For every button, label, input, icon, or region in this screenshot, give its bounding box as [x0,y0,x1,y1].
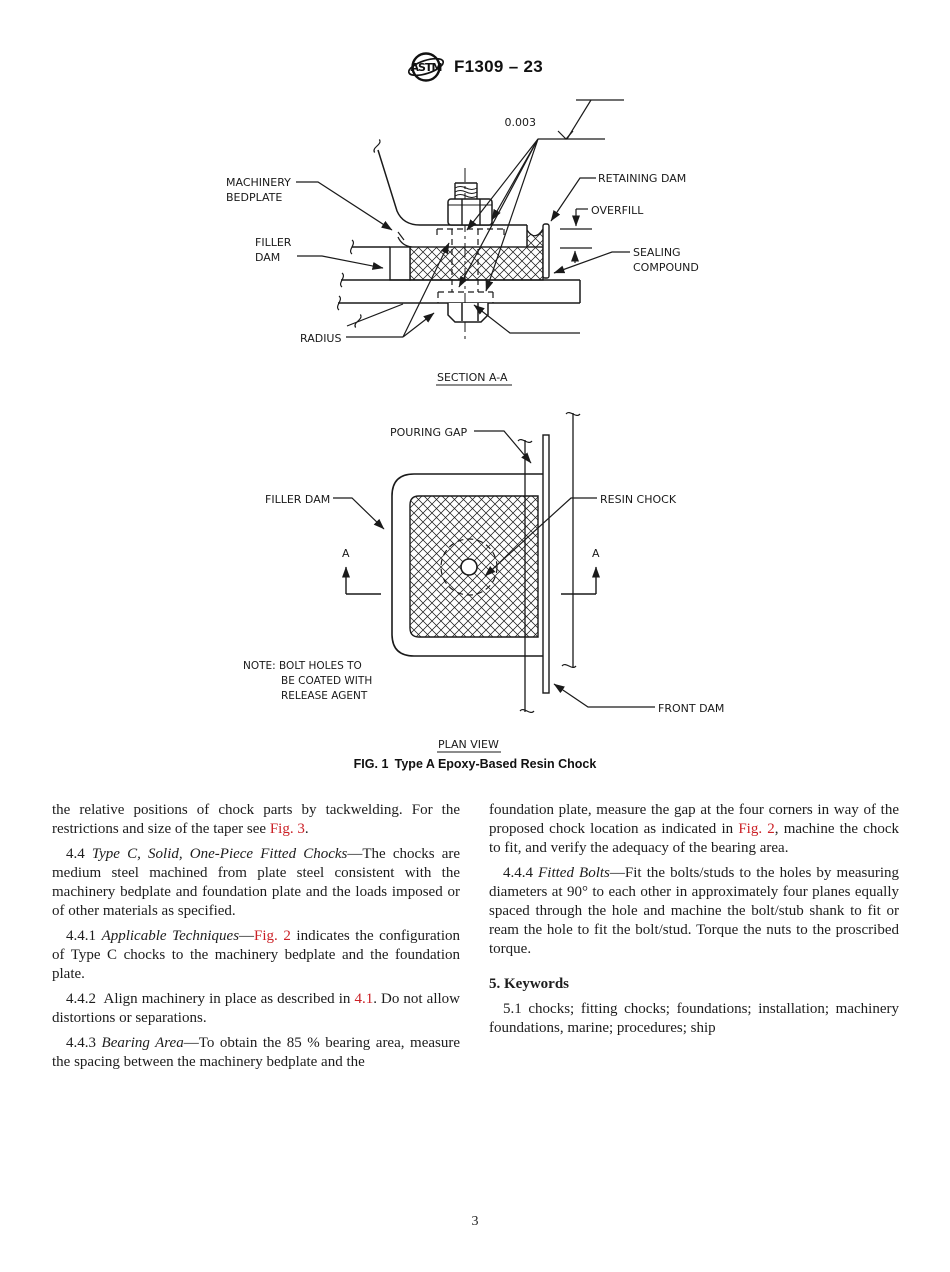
bottom-nut [447,303,489,323]
text-run: indicates the configuration of Type C ch… [52,928,460,982]
svg-text:SECTION A-A: SECTION A-A [437,371,508,384]
section-view-title: SECTION A-A [436,371,512,386]
cross-reference-link[interactable]: Fig. 2 [254,928,291,944]
filler-dam-label: FILLER [255,236,292,249]
machinery-bedplate-outline [372,138,528,248]
text-run: Bearing Area [101,1035,184,1051]
figure-note: NOTE: BOLT HOLES TO BE COATED WITH RELEA… [243,660,372,702]
retaining-dam-bar [542,223,550,279]
cross-reference-link[interactable]: Fig. 3 [269,821,305,837]
text-run: 5. Keywords [489,976,569,992]
tolerance-value: 0.003 [505,116,537,129]
paragraph-4-4-2: 4.4.2 Align machinery in place as descri… [52,990,460,1028]
filler-dam-plan-label: FILLER DAM [265,493,330,506]
plan-labels: POURING GAP FILLER DAM RESIN CHOCK FRONT… [265,426,724,715]
text-run: 4.4.2 Align machinery in place as descri… [66,991,355,1007]
front-dam-label: FRONT DAM [658,702,724,715]
text-run: Type C, Solid, One-Piece Fitted Chocks [91,846,348,862]
paragraph-continuation-right: foundation plate, measure the gap at the… [489,801,899,858]
machinery-bedplate-label2: BEDPLATE [226,191,282,204]
note-line-2: BE COATED WITH [281,675,372,687]
paragraph-4-4-1: 4.4.1 Applicable Techniques—Fig. 2 indic… [52,927,460,984]
filler-dam-block [349,239,411,281]
left-column: the relative positions of chock parts by… [52,801,460,1072]
note-line-1: NOTE: BOLT HOLES TO [243,660,362,672]
text-run: 4.4.4 [503,865,539,881]
keywords-heading: 5. Keywords [489,975,899,994]
text-run: the relative positions of chock parts by… [52,802,460,837]
section-marker-a-right: A [592,547,600,560]
edge-lines [517,411,581,714]
paragraph-continuation: the relative positions of chock parts by… [52,801,460,839]
paragraph-5-1: 5.1 chocks; fitting chocks; foundations;… [489,1000,899,1038]
front-dam-bar [542,434,550,694]
machinery-bedplate-label: MACHINERY [226,176,291,189]
paragraph-4-4: 4.4 Type C, Solid, One-Piece Fitted Choc… [52,845,460,921]
text-run: Fitted Bolts [538,865,610,881]
astm-logo-icon: ASTM [407,52,445,82]
stud-and-top-nut [447,182,493,226]
paragraph-4-4-3: 4.4.3 Bearing Area—To obtain the 85 % be… [52,1034,460,1072]
sealing-compound-label2: COMPOUND [633,261,699,274]
filler-dam-label2: DAM [255,251,280,264]
text-run: 5.1 chocks; fitting chocks; foundations;… [489,1001,899,1036]
figure-section-a-a: 0.003 MACHINERY BEDPLATE FILLER DAM RADI… [226,99,699,386]
pouring-gap-label: POURING GAP [390,426,468,439]
text-run: . Do not allow distortions or separation… [52,991,461,1026]
figure-plan-view: A A POURING GAP FILLER DAM RESIN CHOCK F… [243,411,724,753]
text-run: —Fit the bolts/studs to the holes by mea… [489,865,900,957]
cross-reference-link[interactable]: 4.1 [354,991,374,1007]
page-number: 3 [471,1214,479,1229]
radius-label: RADIUS [300,332,341,345]
retaining-dam-label: RETAINING DAM [598,172,686,185]
text-run: foundation plate, measure the gap at the… [489,802,899,837]
page-header: ASTM F1309 – 23 [0,48,950,86]
text-run: 4.4.1 [66,928,102,944]
text-run: —To obtain the 85 % bearing area, measur… [52,1035,460,1070]
sealing-compound-label: SEALING [633,246,681,259]
figure-caption: FIG. 1 Type A Epoxy-Based Resin Chock [353,757,597,771]
document-code: F1309 – 23 [453,57,543,76]
filler-dam-frame [391,473,543,657]
bolt-hole [440,538,498,596]
text-run: . [304,821,309,837]
section-cut-markers: A A [342,547,600,595]
overfill-label: OVERFILL [591,204,644,217]
note-line-3: RELEASE AGENT [281,690,368,702]
svg-text:PLAN VIEW: PLAN VIEW [438,738,499,751]
cross-reference-link[interactable]: Fig. 2 [738,821,775,837]
section-labels: MACHINERY BEDPLATE FILLER DAM RADIUS RET… [226,172,699,345]
text-run: 4.4.3 [66,1035,102,1051]
text-run: —The chocks are medium steel machined fr… [52,846,460,919]
svg-text:ASTM: ASTM [411,61,442,74]
right-column: foundation plate, measure the gap at the… [489,801,899,1038]
paragraph-4-4-4: 4.4.4 Fitted Bolts—Fit the bolts/studs t… [489,864,899,959]
resin-chock-label: RESIN CHOCK [600,493,677,506]
section-marker-a-left: A [342,547,350,560]
text-run: , machine the chock to fit, and verify t… [489,821,899,856]
flatness-tolerance-flag: 0.003 [458,99,624,292]
text-run: 4.4 [66,846,92,862]
text-run: Applicable Techniques [101,928,240,944]
text-run: — [239,928,255,944]
plan-view-title: PLAN VIEW [437,738,501,753]
